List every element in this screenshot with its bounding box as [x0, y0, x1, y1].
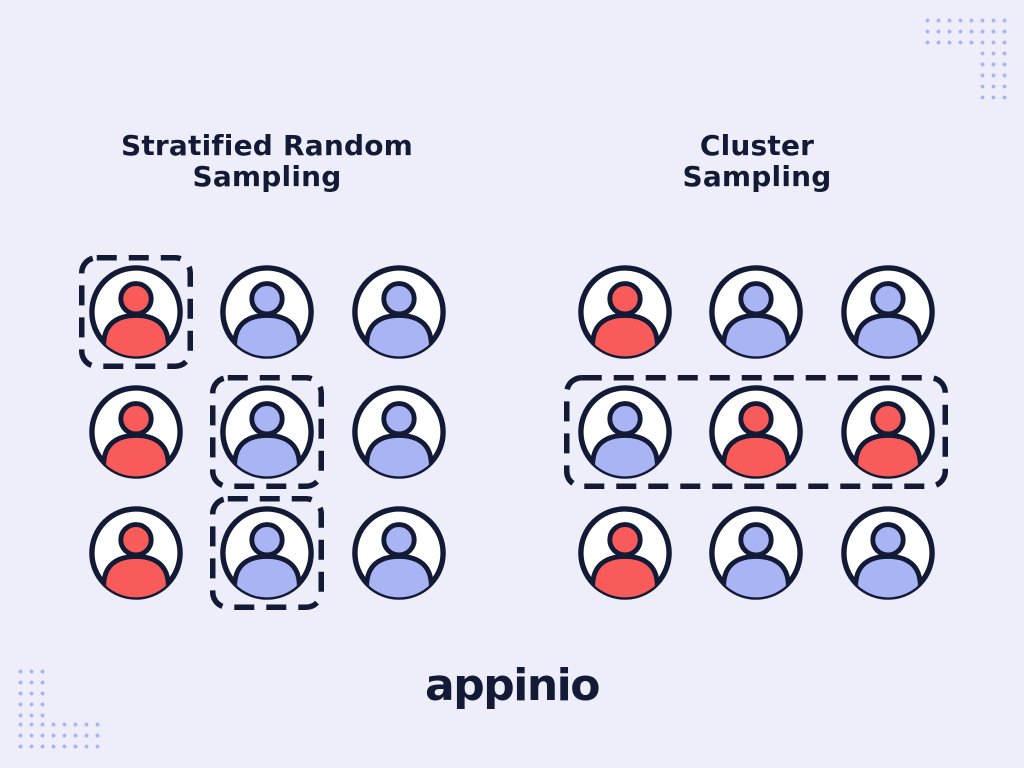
person-icon: [220, 505, 315, 600]
person-avatar-red: [576, 504, 674, 602]
appinio-logo: appinio: [425, 660, 600, 711]
person-avatar-blue: [350, 383, 448, 481]
corner-dots-bottom-left-vertical: [15, 666, 48, 721]
person-icon: [351, 385, 446, 480]
person-icon: [577, 265, 672, 359]
grid-cell: [333, 252, 465, 372]
grid-cell: [202, 493, 334, 613]
person-icon: [840, 265, 935, 359]
person-icon: [351, 265, 446, 359]
person-icon: [577, 385, 672, 480]
person-avatar-blue: [576, 383, 674, 481]
grid-cell: [70, 372, 202, 492]
person-icon: [88, 505, 183, 600]
grid-cell: [822, 372, 954, 492]
person-icon: [840, 505, 935, 600]
corner-dots-bottom-left-horizontal: [15, 719, 103, 752]
grid-cell: [691, 252, 823, 372]
person-icon: [220, 385, 315, 480]
person-avatar-red: [576, 263, 674, 361]
corner-dots-top-right-vertical: [977, 48, 1010, 103]
grid-cell: [70, 252, 202, 372]
person-icon: [351, 505, 446, 600]
grid-cell: [333, 493, 465, 613]
person-avatar-blue: [707, 263, 805, 361]
person-avatar-blue: [218, 504, 316, 602]
person-avatar-red: [87, 504, 185, 602]
cluster-sampling-title: Cluster Sampling: [567, 130, 947, 192]
title-line-2: Sampling: [682, 160, 832, 193]
person-avatar-red: [87, 383, 185, 481]
person-icon: [577, 505, 672, 600]
person-icon: [220, 265, 315, 359]
grid-cell: [70, 493, 202, 613]
person-icon: [840, 385, 935, 480]
grid-cell: [202, 372, 334, 492]
corner-dots-top-right-horizontal: [922, 15, 1010, 48]
person-avatar-blue: [218, 383, 316, 481]
grid-cell: [333, 372, 465, 492]
grid-cell: [691, 372, 823, 492]
person-avatar-red: [87, 263, 185, 361]
grid-cell: [559, 252, 691, 372]
grid-cell: [822, 252, 954, 372]
person-icon: [88, 385, 183, 480]
person-avatar-blue: [839, 263, 937, 361]
person-avatar-blue: [218, 263, 316, 361]
grid-cell: [691, 493, 823, 613]
person-avatar-red: [839, 383, 937, 481]
person-avatar-blue: [839, 504, 937, 602]
grid-cell: [559, 372, 691, 492]
stratified-sampling-title: Stratified Random Sampling: [77, 130, 457, 192]
person-icon: [88, 265, 183, 359]
cluster-sampling-grid: [559, 252, 954, 613]
person-avatar-red: [707, 383, 805, 481]
person-avatar-blue: [350, 504, 448, 602]
person-avatar-blue: [707, 504, 805, 602]
stratified-sampling-grid: [70, 252, 465, 613]
title-line-1: Stratified Random: [120, 129, 414, 162]
grid-cell: [559, 493, 691, 613]
person-icon: [709, 385, 804, 480]
grid-cell: [202, 252, 334, 372]
person-avatar-blue: [350, 263, 448, 361]
person-icon: [709, 505, 804, 600]
title-line-1: Cluster: [699, 129, 815, 162]
grid-cell: [822, 493, 954, 613]
person-icon: [709, 265, 804, 359]
title-line-2: Sampling: [192, 160, 342, 193]
